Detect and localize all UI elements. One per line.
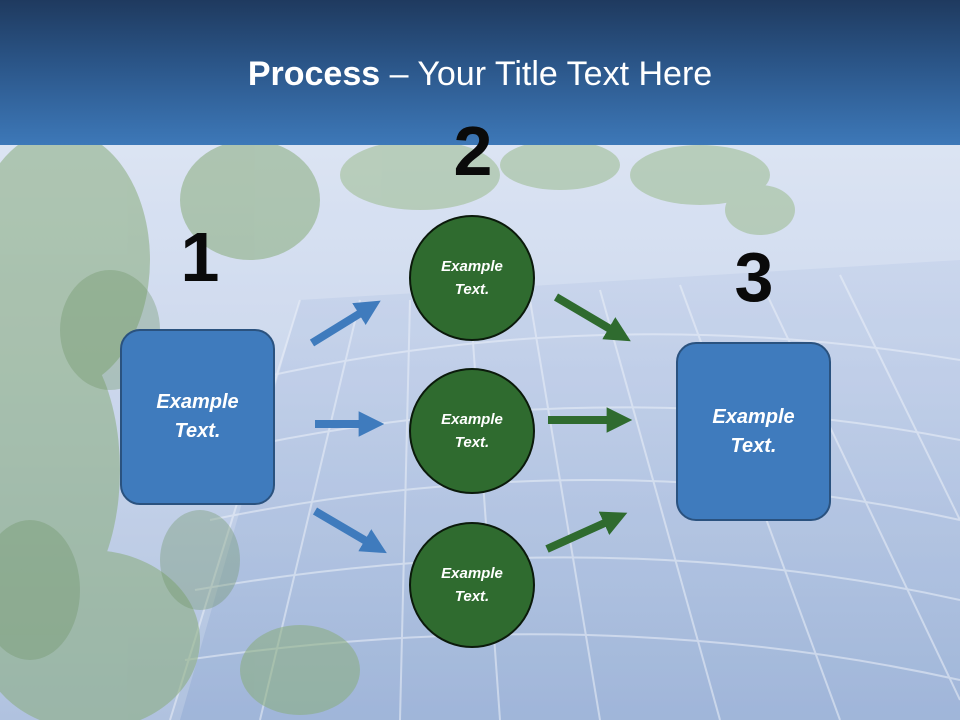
- title-rest: – Your Title Text Here: [380, 55, 713, 93]
- step-2-circle-bottom-text: Example Text.: [441, 565, 503, 605]
- step-2-circle-middle-text: Example Text.: [441, 411, 503, 451]
- step-2-circle-top[interactable]: Example Text.: [409, 215, 535, 341]
- step-number-2: 2: [453, 112, 493, 190]
- slide-title: Process – Your Title Text Here: [0, 52, 960, 96]
- step-number-3: 3: [734, 238, 774, 316]
- title-bold: Process: [247, 55, 381, 93]
- step-1-box-text: Example Text.: [156, 391, 239, 442]
- step-3-box[interactable]: Example Text.: [676, 342, 831, 521]
- header-bar: [0, 0, 960, 145]
- step-2-circle-bottom[interactable]: Example Text.: [409, 522, 535, 648]
- step-3-box-text: Example Text.: [712, 405, 795, 457]
- step-number-1: 1: [180, 218, 220, 296]
- step-1-box[interactable]: Example Text.: [120, 329, 275, 505]
- step-2-circle-top-text: Example Text.: [441, 258, 503, 298]
- step-2-circle-middle[interactable]: Example Text.: [409, 368, 535, 494]
